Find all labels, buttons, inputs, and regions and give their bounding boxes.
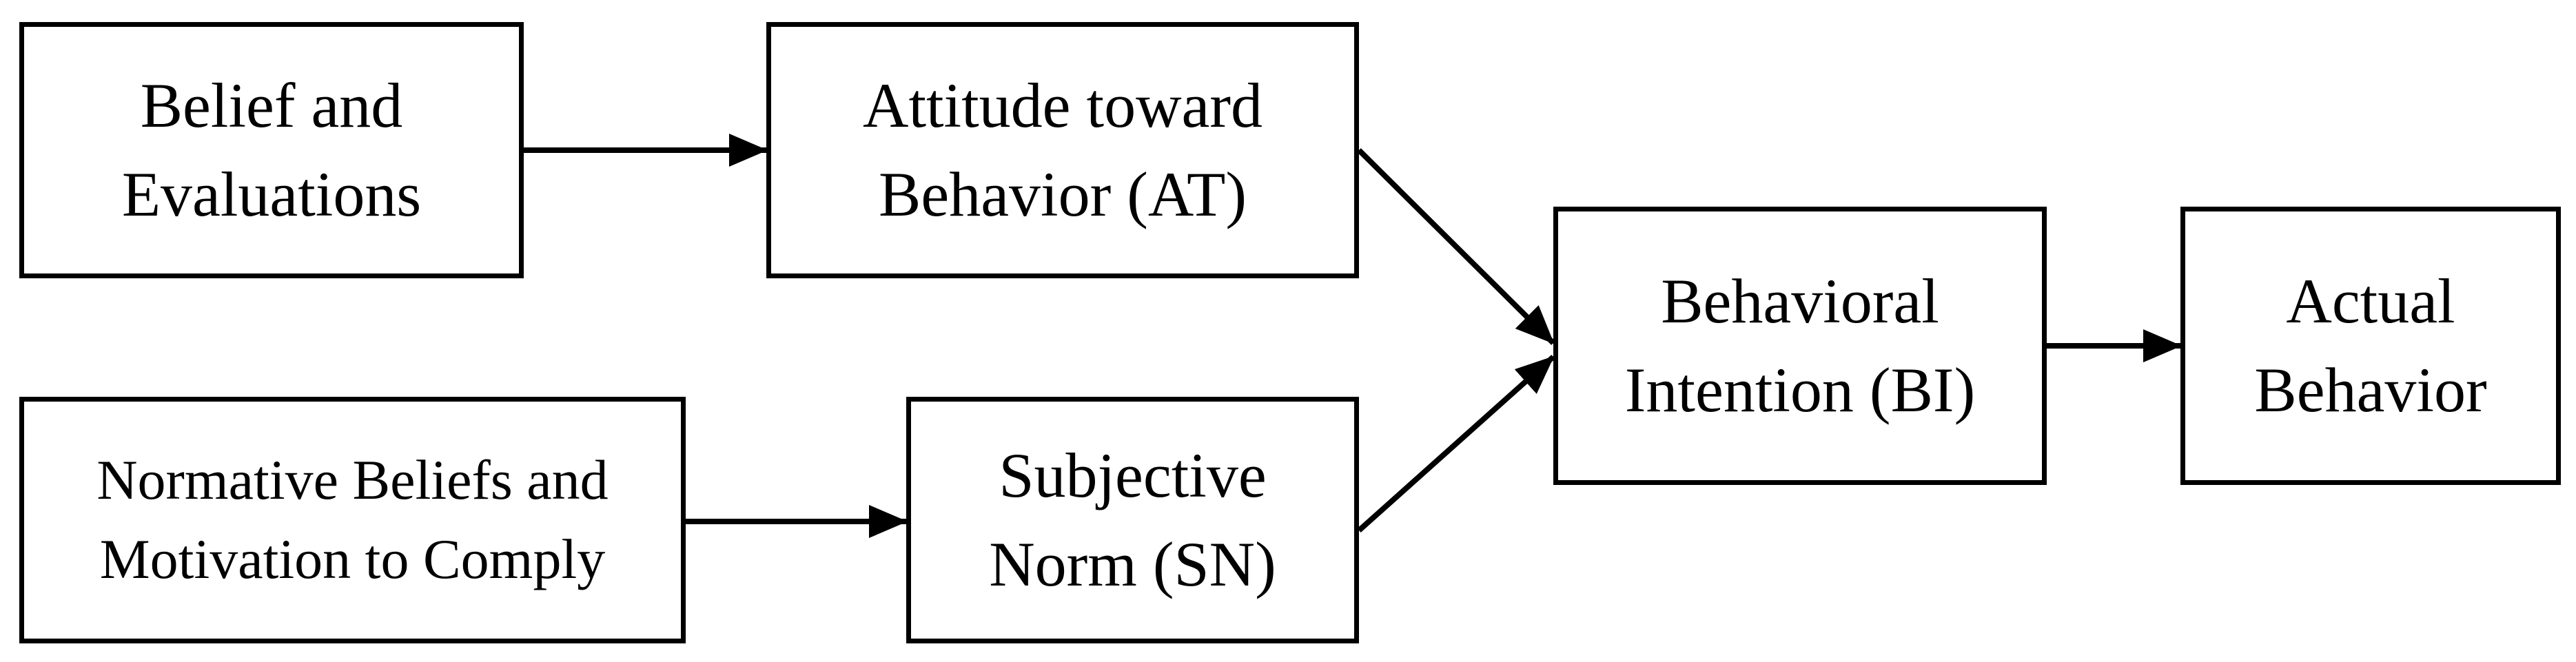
node-label-line: Behavioral	[1661, 266, 1939, 337]
arrow-attitude-to-intention	[1357, 148, 1555, 345]
node-belief-and-evaluations: Belief and Evaluations	[19, 22, 524, 278]
node-normative-beliefs: Normative Beliefs and Motivation to Comp…	[19, 397, 686, 643]
node-label-line: Subjective	[999, 440, 1267, 511]
node-label-line: Belief and	[140, 70, 403, 141]
node-behavioral-intention: Behavioral Intention (BI)	[1553, 207, 2047, 485]
node-label-line: Intention (BI)	[1624, 355, 1976, 425]
node-label-line: Behavior	[2254, 355, 2487, 425]
node-attitude-toward-behavior: Attitude toward Behavior (AT)	[766, 22, 1359, 278]
node-label-line: Evaluations	[121, 159, 422, 229]
node-label-line: Behavior (AT)	[879, 159, 1247, 229]
node-actual-behavior: Actual Behavior	[2180, 207, 2561, 485]
node-label-line: Actual	[2286, 266, 2455, 337]
node-subjective-norm: Subjective Norm (SN)	[906, 397, 1359, 643]
node-label-line: Norm (SN)	[989, 529, 1276, 599]
node-label-line: Normative Beliefs and	[96, 448, 609, 512]
arrow-subjective-to-intention	[1357, 355, 1555, 532]
node-label-line: Attitude toward	[863, 70, 1263, 141]
node-label-line: Motivation to Comply	[99, 528, 606, 590]
